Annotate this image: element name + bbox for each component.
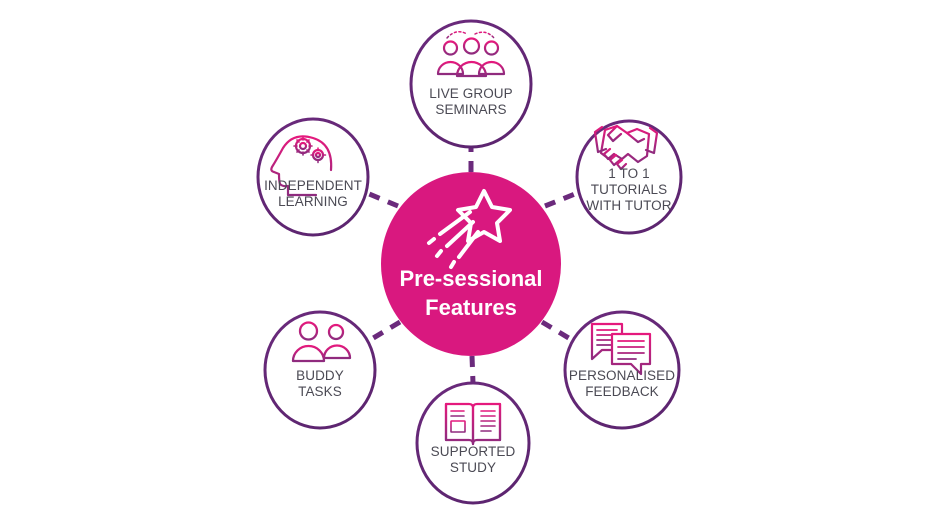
connector-center-to-buddy	[368, 319, 402, 343]
handshake-icon	[593, 124, 659, 171]
three-people-icon	[436, 31, 506, 78]
ring-buddy-tasks[interactable]	[263, 310, 377, 430]
open-book-icon	[444, 402, 502, 446]
speech-bubbles-icon	[590, 322, 652, 376]
connector-center-to-study	[469, 355, 476, 384]
shooting-star-icon	[427, 189, 512, 269]
ring-live-group-seminars[interactable]	[409, 19, 533, 149]
connector-center-to-tutorials	[544, 189, 581, 209]
head-gears-icon	[270, 135, 333, 197]
center-hub-circle[interactable]	[381, 172, 561, 356]
ring-one-to-one-tutorials[interactable]	[575, 119, 683, 235]
two-people-icon	[291, 321, 352, 363]
ring-independent-learning[interactable]	[256, 117, 370, 237]
connector-group	[361, 148, 581, 384]
connector-center-to-independent	[361, 188, 399, 209]
connector-center-to-feedback	[540, 319, 574, 343]
